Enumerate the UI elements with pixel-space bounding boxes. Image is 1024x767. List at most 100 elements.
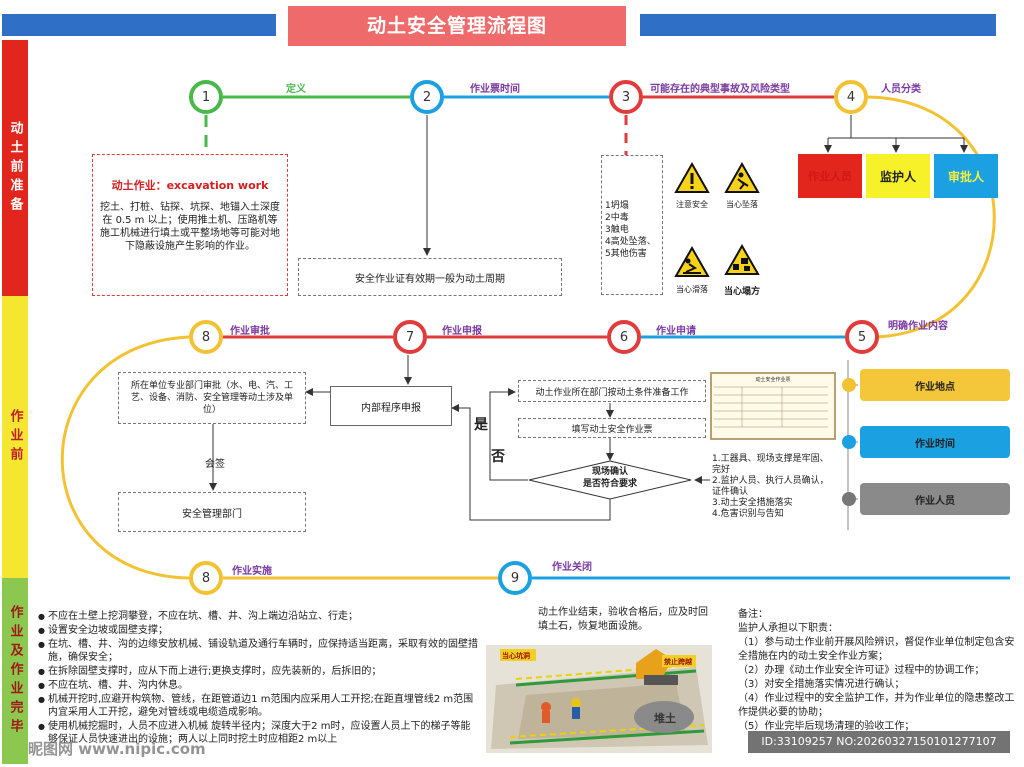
- notes-item: （5）作业完毕后现场清理的验收工作；: [738, 721, 915, 732]
- step-label-risks: 可能存在的典型事故及风险类型: [650, 84, 790, 95]
- notes-item: （3）对安全措施落实情况进行确认；: [738, 679, 905, 690]
- content-pill-time: 作业时间: [860, 426, 1010, 458]
- step-label-people: 人员分类: [881, 84, 921, 95]
- risk-list-box: 1坍塌 2中毒 3触电 4高处坠落、 5其他伤害: [601, 155, 663, 295]
- countersign-label: 会签: [205, 459, 225, 470]
- dept-review-box: 所在单位专业部门审批（水、电、汽、工艺、设备、消防、安全管理等动土涉及单位）: [118, 372, 306, 424]
- step-node-5: 5: [845, 320, 879, 354]
- risk-item: 3触电: [605, 225, 629, 235]
- people-box-guardian: 监护人: [866, 154, 930, 198]
- implementation-item: 在拆除固壁支撑时，应从下而上进行;更换支撑时，应先装新的，后拆旧的；: [38, 665, 478, 678]
- content-pin-people: [842, 492, 856, 506]
- notes-heading: 备注：: [738, 609, 768, 620]
- implementation-item: 使用机械挖掘时，人员不应进入机械 旋转半径内；深度大于2 m时，应设置人员上下的…: [38, 720, 478, 746]
- implementation-item: 机械开挖时,应避开构筑物、管线，在距管道边1 m范围内应采用人工开挖;在距直埋管…: [38, 693, 478, 719]
- decision-text: 现场确认 是否符合要求: [582, 467, 637, 489]
- step-node-7: 7: [393, 320, 427, 354]
- step-label-implement: 作业实施: [232, 566, 272, 577]
- warning-sign-collapse-icon: [724, 244, 760, 275]
- safety-dept-box: 安全管理部门: [118, 492, 306, 532]
- top-banner-left: [2, 14, 276, 36]
- implementation-list-box: 不应在土壁上挖洞攀登，不应在坑、槽、井、沟上端边沿站立、行走； 设置安全边坡或固…: [38, 610, 478, 747]
- people-box-approver: 审批人: [934, 154, 998, 198]
- safety-dept-text: 安全管理部门: [182, 508, 242, 520]
- prepare-text: 动土作业所在部门按动土条件准备工作: [535, 387, 689, 398]
- watermark-right: ID:33109257 NO:20260327150101277107: [748, 731, 1010, 753]
- soil-pile-label: 堆土: [654, 712, 676, 725]
- sign-caption: 当心坠落: [726, 200, 758, 209]
- step-label-approve: 作业审批: [230, 326, 270, 337]
- step-node-8b: 8: [189, 561, 223, 595]
- definition-box: 动土作业：excavation work 挖土、打桩、钻探、坑探、地锚入土深度在…: [92, 154, 288, 296]
- risk-item: 2中毒: [605, 213, 629, 223]
- risk-item: 1坍塌: [605, 201, 629, 211]
- sign-caption: 当心滑落: [676, 285, 708, 294]
- step-label-definition: 定义: [286, 84, 306, 95]
- implementation-item: 不应在坑、槽、井、沟内休息。: [38, 679, 478, 692]
- step-node-6: 6: [607, 320, 641, 354]
- step-node-4: 4: [834, 80, 868, 114]
- notes-item: （4）作业过程中的安全监护工作，并为作业单位的隐患整改工作提供必要的协助；: [738, 693, 1015, 718]
- confirm-items-box: 1.工器具、现场支撑是牢固、完好 2.监护人员、执行人员确认，证件确认 3.动土…: [710, 452, 834, 534]
- prepare-box: 动土作业所在部门按动土条件准备工作: [518, 380, 706, 402]
- notes-subheading: 监护人承担以下职责：: [738, 623, 838, 634]
- side-label-bottom: 作业及作业完毕: [2, 578, 28, 764]
- warning-sign-slip-icon: [674, 246, 710, 277]
- risk-item: 4高处坠落、: [605, 237, 656, 247]
- side-label-middle: 作业前: [2, 296, 28, 578]
- illustration-sign-hole: 当心坑洞: [502, 652, 530, 660]
- content-pin-location: [842, 378, 856, 392]
- internal-declare-text: 内部程序申报: [361, 402, 421, 414]
- illustration-sign-nocross: 禁止跨越: [664, 658, 692, 666]
- step-label-declare: 作业申报: [442, 326, 482, 337]
- warning-sign-caution-icon: [674, 162, 710, 193]
- step-node-8: 8: [189, 320, 223, 354]
- confirm-item: 3.动土安全措施落实: [712, 498, 793, 508]
- internal-declare-box: 内部程序申报: [330, 386, 452, 426]
- permit-form-title: 动土安全作业票: [755, 377, 791, 383]
- content-pill-people: 作业人员: [860, 483, 1010, 515]
- step-node-2: 2: [410, 80, 444, 114]
- step-label-close: 作业关闭: [552, 562, 592, 573]
- excavation-site-illustration: [486, 645, 712, 753]
- warning-sign-fall-icon: [724, 162, 760, 193]
- page-title: 动土安全管理流程图: [288, 6, 626, 46]
- side-label-top: 动土前准备: [2, 40, 28, 296]
- step-node-3: 3: [609, 80, 643, 114]
- implementation-item: 不应在土壁上挖洞攀登，不应在坑、槽、井、沟上端边沿站立、行走；: [38, 610, 478, 623]
- permit-form-grid: [714, 386, 828, 428]
- people-box-worker: 作业人员: [798, 154, 862, 198]
- confirm-item: 4.危害识别与告知: [712, 509, 784, 519]
- permit-form-thumbnail: 动土安全作业票: [710, 372, 836, 440]
- content-pin-time: [842, 435, 856, 449]
- dept-review-text: 所在单位专业部门审批（水、电、汽、工艺、设备、消防、安全管理等动土涉及单位）: [130, 381, 293, 415]
- permit-time-box: 安全作业证有效期一般为动土周期: [298, 258, 562, 296]
- notes-item: （1）参与动土作业前开展风险辨识，督促作业单位制定包含安全措施在内的动土安全作业…: [738, 637, 1015, 662]
- confirm-item: 2.监护人员、执行人员确认，证件确认: [712, 476, 829, 497]
- closure-text: 动土作业结束，验收合格后，应及时回填土石，恢复地面设施。: [538, 607, 708, 632]
- implementation-item: 设置安全边坡或固壁支撑；: [38, 624, 478, 637]
- step-node-1: 1: [189, 80, 223, 114]
- yes-label: 是: [474, 417, 488, 433]
- step-label-permit-time: 作业票时间: [470, 84, 520, 95]
- definition-body: 挖土、打桩、钻探、坑探、地锚入土深度在 0.5 m 以上；使用推土机、压路机等施…: [100, 202, 280, 252]
- step-label-apply: 作业申请: [656, 326, 696, 337]
- fill-ticket-box: 填写动土安全作业票: [518, 418, 706, 438]
- implementation-item: 在坑、槽、井、沟的边缘安放机械、铺设轨道及通行车辆时，应保持适当距离，采取有效的…: [38, 638, 478, 664]
- fill-ticket-text: 填写动土安全作业票: [571, 424, 653, 435]
- permit-time-text: 安全作业证有效期一般为动土周期: [355, 273, 505, 285]
- content-pill-location: 作业地点: [860, 369, 1010, 401]
- notes-box: 备注： 监护人承担以下职责： （1）参与动土作业前开展风险辨识，督促作业单位制定…: [738, 608, 1016, 734]
- sign-caption: 当心塌方: [723, 287, 760, 297]
- definition-heading: 动土作业：excavation work: [111, 179, 269, 192]
- sign-caption: 注意安全: [676, 200, 708, 209]
- risk-item: 5其他伤害: [605, 249, 647, 259]
- watermark-left: 昵图网 www.nipic.com: [28, 740, 206, 758]
- step-node-9: 9: [498, 561, 532, 595]
- decision-diamond: [528, 460, 692, 500]
- confirm-item: 1.工器具、现场支撑是牢固、完好: [712, 454, 829, 475]
- top-banner-right: [640, 14, 996, 36]
- no-label: 否: [491, 449, 505, 465]
- notes-item: （2）办理《动土作业安全许可证》过程中的协调工作；: [738, 665, 985, 676]
